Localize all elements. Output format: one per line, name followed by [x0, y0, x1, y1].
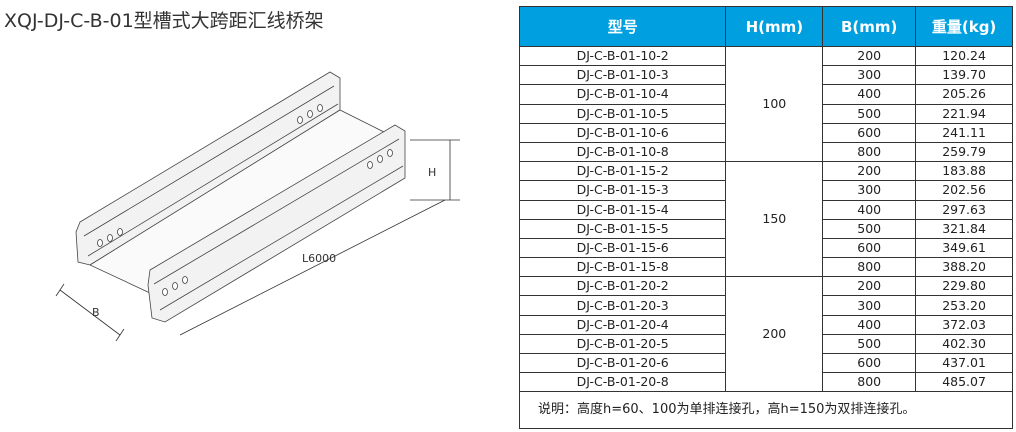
model-cell: DJ-C-B-01-10-3 — [518, 65, 727, 86]
weight-cell: 372.03 — [915, 314, 1013, 335]
weight-cell: 259.79 — [915, 141, 1013, 163]
weight-cell: 437.01 — [915, 352, 1013, 374]
model-cell: DJ-C-B-01-15-5 — [518, 218, 727, 239]
height-cell: 100 — [725, 45, 824, 163]
width-cell: 600 — [822, 122, 917, 143]
width-cell: 200 — [822, 45, 917, 67]
model-cell: DJ-C-B-01-20-6 — [518, 352, 727, 374]
weight-cell: 221.94 — [915, 103, 1013, 124]
weight-cell: 297.63 — [915, 199, 1013, 220]
width-cell: 300 — [822, 295, 917, 316]
header-height: H(mm) — [725, 6, 824, 47]
model-cell: DJ-C-B-01-20-8 — [518, 372, 727, 393]
width-cell: 800 — [822, 372, 917, 393]
weight-cell: 388.20 — [915, 257, 1013, 278]
model-cell: DJ-C-B-01-10-4 — [518, 84, 727, 105]
width-cell: 400 — [822, 84, 917, 105]
b-dimension-label: B — [92, 306, 100, 319]
width-cell: 500 — [822, 103, 917, 124]
width-cell: 200 — [822, 276, 917, 297]
width-cell: 800 — [822, 141, 917, 163]
model-cell: DJ-C-B-01-10-5 — [518, 103, 727, 124]
model-cell: DJ-C-B-01-10-2 — [518, 45, 727, 67]
weight-cell: 183.88 — [915, 161, 1013, 182]
width-cell: 800 — [822, 257, 917, 278]
weight-cell: 120.24 — [915, 45, 1013, 67]
width-cell: 600 — [822, 237, 917, 259]
weight-cell: 321.84 — [915, 218, 1013, 239]
weight-cell: 349.61 — [915, 237, 1013, 259]
weight-cell: 202.56 — [915, 180, 1013, 201]
weight-cell: 485.07 — [915, 372, 1013, 393]
model-cell: DJ-C-B-01-15-8 — [518, 257, 727, 278]
cable-tray-drawing: H L6000 B — [55, 71, 460, 342]
width-cell: 500 — [822, 333, 917, 355]
model-cell: DJ-C-B-01-20-4 — [518, 314, 727, 335]
model-cell: DJ-C-B-01-15-2 — [518, 161, 727, 182]
model-cell: DJ-C-B-01-20-3 — [518, 295, 727, 316]
weight-cell: 402.30 — [915, 333, 1013, 355]
right-rail — [147, 124, 406, 323]
connection-holes — [97, 104, 393, 296]
header-width: B(mm) — [822, 6, 917, 47]
h-dimension-label: H — [428, 166, 436, 179]
weight-cell: 205.26 — [915, 84, 1013, 105]
weight-cell: 139.70 — [915, 65, 1013, 86]
width-cell: 300 — [822, 65, 917, 86]
width-cell: 400 — [822, 199, 917, 220]
width-cell: 500 — [822, 218, 917, 239]
model-cell: DJ-C-B-01-10-8 — [518, 141, 727, 163]
model-cell: DJ-C-B-01-20-2 — [518, 276, 727, 297]
length-dimension-label: L6000 — [302, 252, 336, 265]
width-cell: 300 — [822, 180, 917, 201]
note-row: 说明：高度h=60、100为单排连接孔，高h=150为双排连接孔。 — [519, 391, 1013, 430]
width-cell: 200 — [822, 161, 917, 182]
page-title: XQJ-DJ-C-B-01型槽式大跨距汇线桥架 — [4, 10, 324, 32]
weight-cell: 229.80 — [915, 276, 1013, 297]
table-header-row: 型号 H(mm) B(mm) 重量(kg) — [518, 6, 1013, 47]
model-cell: DJ-C-B-01-15-3 — [518, 180, 727, 201]
height-cell: 200 — [725, 276, 824, 393]
model-cell: DJ-C-B-01-10-6 — [518, 122, 727, 143]
model-cell: DJ-C-B-01-15-4 — [518, 199, 727, 220]
dimension-lines — [55, 139, 460, 342]
width-cell: 600 — [822, 352, 917, 374]
weight-cell: 253.20 — [915, 295, 1013, 316]
table-note: 说明：高度h=60、100为单排连接孔，高h=150为双排连接孔。 — [519, 391, 1013, 430]
model-cell: DJ-C-B-01-20-5 — [518, 333, 727, 355]
height-cell: 150 — [725, 161, 824, 278]
weight-cell: 241.11 — [915, 122, 1013, 143]
model-cell: DJ-C-B-01-15-6 — [518, 237, 727, 259]
header-weight: 重量(kg) — [915, 6, 1013, 47]
header-model: 型号 — [518, 6, 727, 47]
width-cell: 400 — [822, 314, 917, 335]
